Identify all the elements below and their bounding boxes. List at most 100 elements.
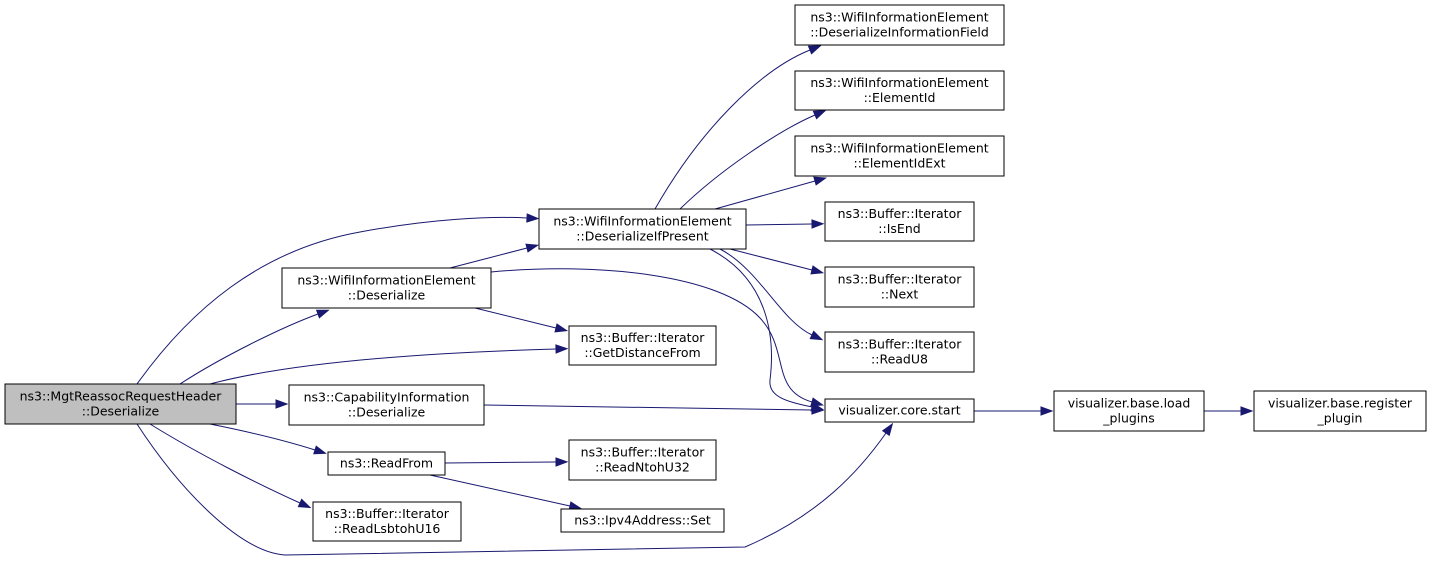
node-label: ns3::Buffer::Iterator bbox=[581, 445, 706, 460]
node-label: ns3::Ipv4Address::Set bbox=[574, 513, 711, 528]
node-vcs[interactable]: visualizer.core.start bbox=[824, 398, 975, 423]
edge-line bbox=[136, 216, 528, 385]
node-box bbox=[560, 508, 725, 533]
node-label: ::DeserializeInformationField bbox=[810, 25, 989, 40]
arrowhead-icon bbox=[554, 323, 569, 333]
arrowhead-icon bbox=[275, 399, 289, 409]
arrowhead-icon bbox=[811, 405, 825, 415]
node-vbr[interactable]: visualizer.base.register_plugin bbox=[1253, 390, 1427, 432]
node-label: ns3::CapabilityInformation bbox=[304, 390, 470, 405]
edges-layer bbox=[136, 45, 1254, 556]
arrowhead-icon bbox=[813, 176, 828, 186]
node-label: ns3::ReadFrom bbox=[340, 456, 433, 471]
node-label: ns3::WifiInformationElement bbox=[810, 10, 988, 25]
node-box bbox=[824, 398, 975, 423]
node-box bbox=[568, 439, 717, 481]
edge-line bbox=[483, 404, 813, 411]
node-label: ns3::Buffer::Iterator bbox=[325, 506, 450, 521]
node-next[interactable]: ns3::Buffer::Iterator::Next bbox=[824, 266, 975, 308]
node-label: ns3::WifiInformationElement bbox=[553, 214, 731, 229]
node-box bbox=[1053, 390, 1205, 432]
node-label: ::DeserializeIfPresent bbox=[576, 229, 708, 244]
edge-dip-vcs bbox=[709, 248, 825, 412]
node-box bbox=[824, 201, 975, 242]
edge-wdes-dip bbox=[449, 243, 540, 269]
node-label: ::Deserialize bbox=[348, 405, 426, 420]
edge-wdes-gdf bbox=[474, 307, 569, 333]
edge-line bbox=[654, 49, 811, 210]
node-label: ::IsEnd bbox=[878, 221, 920, 236]
edge-vbl-vbr bbox=[1204, 406, 1254, 416]
arrowhead-icon bbox=[812, 110, 827, 120]
arrowhead-icon bbox=[297, 498, 312, 509]
edge-dip-eid bbox=[679, 110, 827, 210]
node-label: ::ReadU8 bbox=[871, 352, 928, 367]
arrowhead-icon bbox=[315, 309, 330, 319]
node-box bbox=[538, 208, 747, 250]
edge-line bbox=[709, 248, 813, 408]
node-box bbox=[281, 267, 492, 309]
node-label: ns3::MgtReassocRequestHeader bbox=[20, 389, 223, 404]
node-label: visualizer.core.start bbox=[838, 403, 960, 418]
node-dip[interactable]: ns3::WifiInformationElement::Deserialize… bbox=[538, 208, 747, 250]
edge-dip-dif bbox=[654, 45, 822, 210]
edge-dip-isend bbox=[745, 219, 825, 229]
node-label: ::GetDistanceFrom bbox=[584, 345, 700, 360]
node-box bbox=[794, 135, 1005, 177]
arrowhead-icon bbox=[807, 45, 822, 55]
edge-root-wdes bbox=[179, 309, 330, 385]
node-box bbox=[327, 451, 446, 476]
arrowhead-icon bbox=[881, 422, 894, 437]
node-box bbox=[4, 383, 237, 425]
node-isend[interactable]: ns3::Buffer::Iterator::IsEnd bbox=[824, 201, 975, 242]
edge-line bbox=[136, 423, 887, 556]
node-gdf[interactable]: ns3::Buffer::Iterator::GetDistanceFrom bbox=[568, 325, 717, 366]
edge-vcs-vbl bbox=[974, 406, 1054, 416]
node-label: ::Deserialize bbox=[82, 404, 160, 419]
edge-line bbox=[745, 223, 813, 226]
node-box bbox=[824, 266, 975, 308]
edge-line bbox=[679, 114, 816, 210]
node-vbl[interactable]: visualizer.base.load_plugins bbox=[1053, 390, 1205, 432]
edge-line bbox=[490, 268, 813, 403]
node-label: visualizer.base.load bbox=[1068, 396, 1191, 411]
node-label: ns3::Buffer::Iterator bbox=[838, 206, 963, 221]
edge-line bbox=[449, 247, 528, 269]
node-rf[interactable]: ns3::ReadFrom bbox=[327, 451, 446, 476]
node-eidx[interactable]: ns3::WifiInformationElement::ElementIdEx… bbox=[794, 135, 1005, 177]
node-wdes[interactable]: ns3::WifiInformationElement::Deserialize bbox=[281, 267, 492, 309]
edge-line bbox=[719, 248, 813, 336]
arrowhead-icon bbox=[525, 243, 540, 253]
node-dif[interactable]: ns3::WifiInformationElement::Deserialize… bbox=[794, 4, 1005, 46]
node-label: ::Deserialize bbox=[348, 288, 426, 303]
edge-root-rls bbox=[149, 423, 312, 509]
edge-root-dip bbox=[136, 213, 540, 385]
node-label: ::ElementId bbox=[864, 90, 936, 105]
node-label: ::ReadNtohU32 bbox=[595, 460, 690, 475]
node-rnt[interactable]: ns3::Buffer::Iterator::ReadNtohU32 bbox=[568, 439, 717, 481]
node-rls[interactable]: ns3::Buffer::Iterator::ReadLsbtohU16 bbox=[312, 501, 462, 542]
edge-cap-vcs bbox=[483, 404, 825, 415]
node-root[interactable]: ns3::MgtReassocRequestHeader::Deserializ… bbox=[4, 383, 237, 425]
node-label: ::Next bbox=[881, 287, 919, 302]
node-label: ns3::WifiInformationElement bbox=[297, 273, 475, 288]
edge-dip-next bbox=[729, 248, 825, 275]
edge-line bbox=[444, 461, 557, 464]
node-box bbox=[288, 384, 485, 426]
arrowhead-icon bbox=[526, 213, 540, 223]
edge-line bbox=[429, 474, 571, 507]
node-label: visualizer.base.register bbox=[1268, 396, 1413, 411]
arrowhead-icon bbox=[811, 219, 825, 229]
arrowhead-icon bbox=[313, 445, 327, 455]
edge-rf-rnt bbox=[444, 457, 569, 467]
arrowhead-icon bbox=[810, 265, 825, 275]
edge-root-cap bbox=[236, 399, 289, 409]
node-eid[interactable]: ns3::WifiInformationElement::ElementId bbox=[794, 70, 1005, 111]
node-cap[interactable]: ns3::CapabilityInformation::Deserialize bbox=[288, 384, 485, 426]
node-ipv4[interactable]: ns3::Ipv4Address::Set bbox=[560, 508, 725, 533]
node-box bbox=[1253, 390, 1427, 432]
edge-line bbox=[179, 313, 319, 385]
node-label: ::ElementIdExt bbox=[854, 156, 946, 171]
node-ru8[interactable]: ns3::Buffer::Iterator::ReadU8 bbox=[824, 331, 975, 373]
